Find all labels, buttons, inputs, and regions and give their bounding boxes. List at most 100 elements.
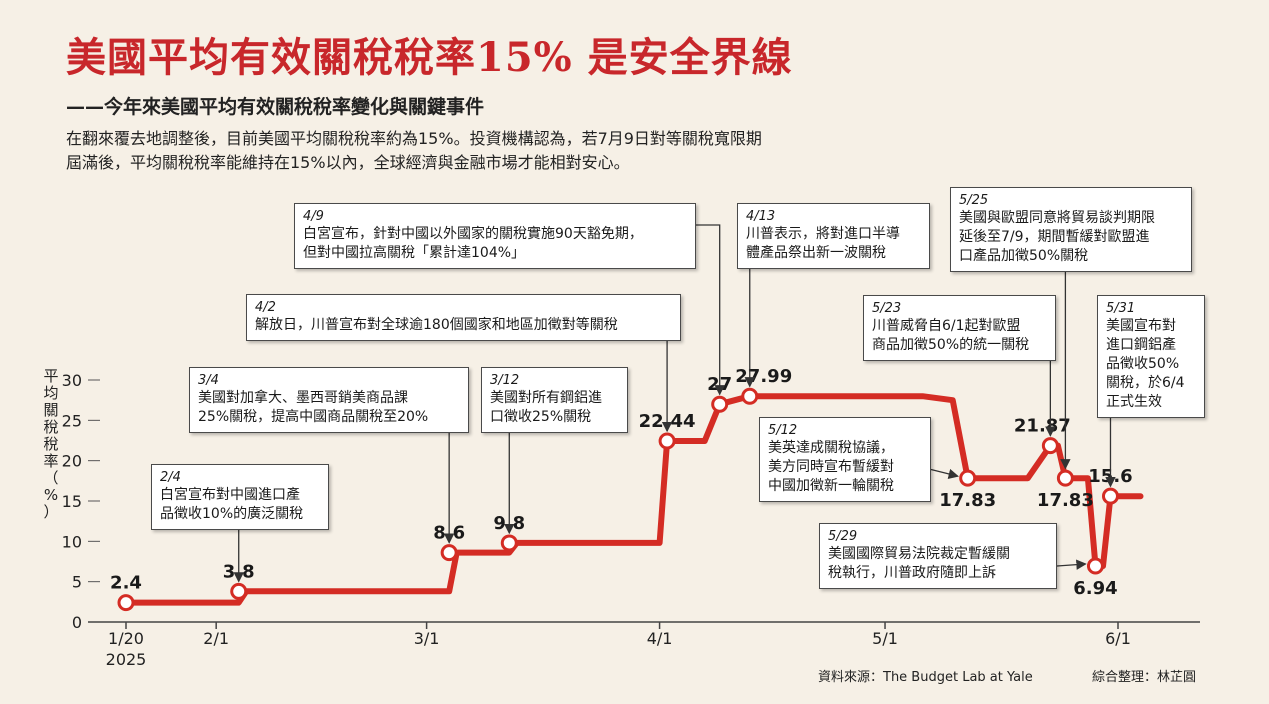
y-axis-label-char: 均 bbox=[43, 384, 59, 402]
y-axis-label-char: （ bbox=[43, 469, 59, 487]
intro-line-2: 屆滿後，平均關稅稅率能維持在15%以內，全球經濟與金融市場才能相對安心。 bbox=[66, 153, 630, 172]
y-axis-label-char: 稅 bbox=[43, 418, 59, 436]
event-text: 美國與歐盟同意將貿易談判期限 bbox=[959, 210, 1155, 226]
y-tick-label: 10 bbox=[62, 532, 82, 551]
callout-connector bbox=[930, 468, 959, 480]
event-callout: 4/13 川普表示，將對進口半導體產品祭出新一波關稅 bbox=[737, 203, 930, 269]
chart-title: 美國平均有效關稅稅率15% 是安全界線 bbox=[66, 34, 793, 81]
event-date: 3/4 bbox=[198, 373, 219, 388]
x-tick-label-year: 2025 bbox=[106, 650, 147, 669]
event-callout: 5/31 美國宣布對進口鋼鋁產品徵收50% 關稅，於6/4 正式生效 bbox=[1097, 295, 1205, 418]
data-point-marker bbox=[1086, 557, 1104, 575]
event-date: 5/29 bbox=[828, 529, 858, 544]
y-axis-label-char: % bbox=[43, 486, 59, 504]
event-text: 但對中國拉高關稅「累計達104%」 bbox=[303, 245, 526, 261]
callout-connector bbox=[1056, 559, 1087, 570]
event-text: 關稅，於6/4 bbox=[1106, 375, 1185, 391]
event-text: 白宮宣布，針對中國以外國家的關稅實施90天豁免期， bbox=[303, 226, 643, 242]
data-point-marker bbox=[1041, 437, 1059, 455]
event-text: 品徵收10%的廣泛關稅 bbox=[160, 506, 304, 522]
event-date: 5/12 bbox=[768, 423, 798, 438]
data-point-marker bbox=[658, 432, 676, 450]
event-text: 進口鋼鋁產 bbox=[1106, 337, 1176, 353]
y-tick-label: 15 bbox=[62, 492, 82, 511]
event-callout: 5/29 美國國際貿易法院裁定暫緩關稅執行，川普政府隨即上訴 bbox=[819, 523, 1057, 589]
x-tick-label: 1/20 bbox=[108, 629, 144, 648]
event-text: 美國國際貿易法院裁定暫緩關 bbox=[828, 546, 1010, 562]
event-date: 5/25 bbox=[959, 193, 989, 208]
x-tick-label: 6/1 bbox=[1105, 629, 1131, 648]
y-axis-label-char: 平 bbox=[43, 367, 59, 385]
event-text: 體產品祭出新一波關稅 bbox=[746, 245, 886, 261]
data-point-label: 6.94 bbox=[1073, 578, 1117, 599]
event-date: 5/31 bbox=[1106, 301, 1136, 316]
data-point-marker bbox=[741, 387, 759, 405]
event-text: 稅執行，川普政府隨即上訴 bbox=[828, 565, 996, 581]
event-text: 川普威脅自6/1起對歐盟 bbox=[872, 318, 1021, 334]
y-tick-label: 20 bbox=[62, 452, 82, 471]
y-axis-label-char: ） bbox=[43, 503, 59, 521]
event-date: 4/13 bbox=[746, 209, 776, 224]
source-note: 資料來源：The Budget Lab at Yale bbox=[818, 670, 1033, 685]
event-date: 2/4 bbox=[160, 470, 181, 485]
x-tick-label: 5/1 bbox=[872, 629, 898, 648]
y-axis-label: 平均關稅稅率（%） bbox=[42, 368, 60, 521]
event-date: 5/23 bbox=[872, 301, 902, 316]
event-text: 白宮宣布對中國進口產 bbox=[160, 487, 300, 503]
data-point-marker bbox=[117, 594, 135, 612]
y-axis-label-char: 關 bbox=[43, 401, 59, 419]
x-tick-label: 3/1 bbox=[414, 629, 440, 648]
data-point-marker bbox=[500, 534, 518, 552]
data-point-marker bbox=[230, 582, 248, 600]
event-callout: 3/12 美國對所有鋼鋁進口徵收25%關稅 bbox=[481, 367, 628, 433]
series-line bbox=[123, 393, 1144, 606]
data-point-marker bbox=[1101, 487, 1119, 505]
event-date: 4/2 bbox=[255, 300, 276, 315]
y-axis-label-char: 率 bbox=[43, 452, 59, 470]
event-callout: 5/23 川普威脅自6/1起對歐盟商品加徵50%的統一關稅 bbox=[863, 295, 1056, 361]
event-text: 正式生效 bbox=[1106, 394, 1162, 410]
data-point-label: 17.83 bbox=[939, 490, 996, 511]
data-point-label: 2.4 bbox=[110, 573, 142, 594]
callout-connector bbox=[696, 224, 725, 396]
chart-subtitle: ——今年來美國平均有效關稅稅率變化與關鍵事件 bbox=[66, 96, 485, 118]
y-tick-label: 5 bbox=[72, 573, 82, 592]
credit-note: 綜合整理：林芷圓 bbox=[1092, 670, 1197, 685]
intro-text: 在翻來覆去地調整後，目前美國平均關稅稅率約為15%。投資機構認為，若7月9日對等… bbox=[66, 127, 946, 175]
event-text: 解放日，川普宣布對全球逾180個國家和地區加徵對等關稅 bbox=[255, 317, 618, 333]
event-text: 25%關稅，提高中國商品關稅至20% bbox=[198, 409, 429, 425]
event-callout: 4/9 白宮宣布，針對中國以外國家的關稅實施90天豁免期， 但對中國拉高關稅「累計達… bbox=[294, 203, 696, 269]
y-tick-label: 25 bbox=[62, 411, 82, 430]
event-date: 4/9 bbox=[303, 209, 324, 224]
data-point-label: 17.83 bbox=[1037, 490, 1094, 511]
y-axis-label-char: 稅 bbox=[43, 435, 59, 453]
data-point-label: 27.99 bbox=[735, 366, 792, 387]
data-point-label: 21.87 bbox=[1014, 416, 1071, 437]
x-tick-label: 2/1 bbox=[203, 629, 229, 648]
event-callout: 5/25 美國與歐盟同意將貿易談判期限延後至7/9，期間暫緩對歐盟進口產品加徵50… bbox=[950, 187, 1192, 272]
event-text: 口徵收25%關稅 bbox=[490, 409, 592, 425]
data-point-marker bbox=[711, 395, 729, 413]
event-callout: 2/4 白宮宣布對中國進口產品徵收10%的廣泛關稅 bbox=[151, 464, 329, 530]
event-date: 3/12 bbox=[490, 373, 520, 388]
event-text: 品徵收50% bbox=[1106, 356, 1180, 372]
event-text: 美國對加拿大、墨西哥銷美商品課 bbox=[198, 390, 408, 406]
event-text: 川普表示，將對進口半導 bbox=[746, 226, 900, 242]
y-tick-label: 0 bbox=[72, 613, 82, 632]
data-point-marker bbox=[959, 469, 977, 487]
event-text: 美方同時宣布暫緩對 bbox=[768, 459, 894, 475]
event-text: 美國宣布對 bbox=[1106, 318, 1176, 334]
event-text: 美國對所有鋼鋁進 bbox=[490, 390, 602, 406]
event-callout: 3/4 美國對加拿大、墨西哥銷美商品課 25%關稅，提高中國商品關稅至20% bbox=[189, 367, 469, 433]
event-text: 商品加徵50%的統一關稅 bbox=[872, 337, 1030, 353]
intro-line-1: 在翻來覆去地調整後，目前美國平均關稅稅率約為15%。投資機構認為，若7月9日對等… bbox=[66, 129, 762, 148]
y-tick-label: 30 bbox=[62, 371, 82, 390]
event-callout: 4/2 解放日，川普宣布對全球逾180個國家和地區加徵對等關稅 bbox=[246, 294, 681, 341]
event-text: 口產品加徵50%關稅 bbox=[959, 248, 1089, 264]
data-point-marker bbox=[440, 544, 458, 562]
event-text: 中國加徵新一輪關稅 bbox=[768, 478, 894, 494]
event-text: 延後至7/9，期間暫緩對歐盟進 bbox=[959, 229, 1150, 245]
x-tick-label: 4/1 bbox=[647, 629, 673, 648]
